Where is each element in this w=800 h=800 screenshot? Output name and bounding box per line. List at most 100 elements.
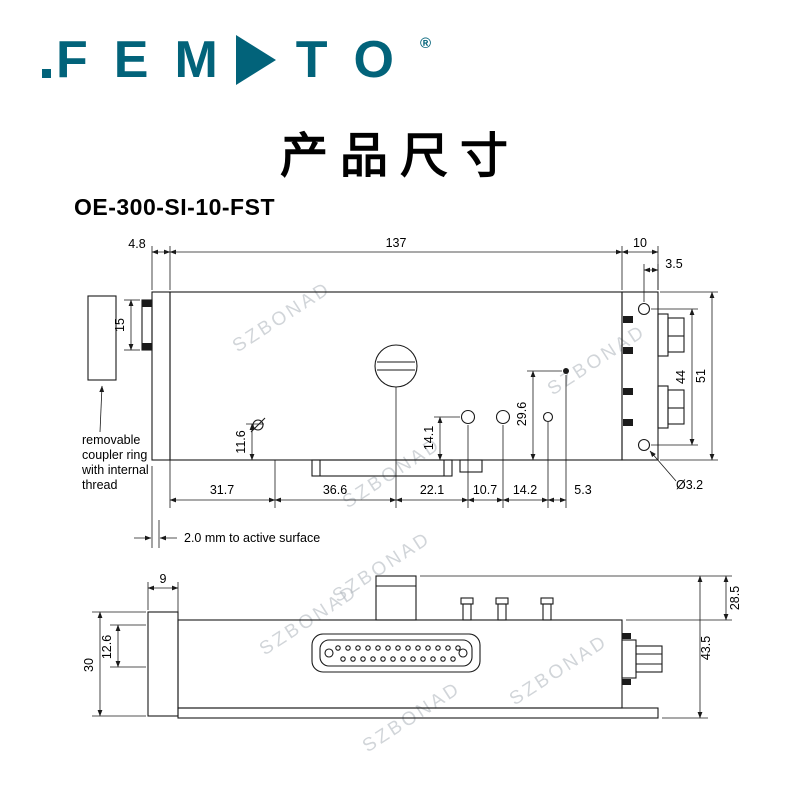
db25-pin: [440, 656, 446, 662]
dsub-shroud-side: [311, 459, 453, 477]
logo-square-dot: [42, 69, 51, 78]
dim-label-51: 51: [694, 369, 708, 383]
logo-letter-t: T: [295, 31, 328, 89]
connector-nut: [622, 679, 631, 685]
connector-nut: [623, 419, 633, 426]
pin-cap: [460, 597, 474, 605]
db25-pin-row-bottom: [340, 656, 456, 662]
body-hole: [460, 409, 476, 425]
dim-label-14-2: 14.2: [513, 483, 537, 497]
model-number: OE-300-SI-10-FST: [74, 194, 275, 220]
dim-label-22-1: 22.1: [420, 483, 444, 497]
bottom-view-drawing: 9 12.6 30 28.5 43.5: [82, 572, 742, 719]
dim-label-9: 9: [160, 572, 167, 586]
db25-screw: [324, 648, 334, 658]
coupler-note-line: coupler ring: [82, 448, 147, 462]
db25-pin: [395, 645, 401, 651]
dim-label-137: 137: [386, 236, 407, 250]
connector-nut: [623, 347, 633, 354]
bnc-barrel: [667, 317, 685, 353]
db25-pin: [370, 656, 376, 662]
side-view-drawing: 4.8 137 10 3.5 15 44 51 11.6 14.1 29.6: [81, 236, 718, 548]
db25-pin: [430, 656, 436, 662]
dim-label-31-7: 31.7: [210, 483, 234, 497]
stub-thread-band: [142, 300, 152, 307]
dim-label-10-7: 10.7: [473, 483, 497, 497]
note-arrow: [99, 385, 105, 433]
db25-pin: [365, 645, 371, 651]
coupler-ring-outline: [87, 295, 117, 381]
side-connector-flange: [621, 639, 637, 679]
watermark-text: SZBONAD: [229, 278, 335, 357]
dim-label-4-8: 4.8: [128, 237, 145, 251]
page-title: 产品尺寸: [279, 130, 520, 183]
db25-pin-row-top: [335, 645, 461, 651]
pin-stem: [462, 603, 472, 621]
dim-label-15: 15: [113, 318, 127, 332]
coupler-note-line: removable: [82, 433, 140, 447]
watermark-text: SZBONAD: [544, 321, 650, 400]
bnc-neck: [657, 385, 669, 429]
active-surface-note: 2.0 mm to active surface: [184, 531, 320, 545]
db25-pin: [340, 656, 346, 662]
logo-letter-f: F: [56, 31, 88, 89]
adjuster-circle: [374, 344, 418, 388]
watermarks: SZBONAD SZBONAD SZBONAD SZBONAD SZBONAD …: [229, 278, 650, 757]
fiber-port-stub: [141, 299, 153, 351]
logo-letter-o: O: [353, 31, 394, 89]
logo-letter-e: E: [113, 31, 149, 89]
watermark-text: SZBONAD: [506, 631, 612, 710]
pin-stem: [497, 603, 507, 621]
mount-hole-bottom: [637, 438, 651, 452]
dim-label-11-6: 11.6: [234, 430, 248, 453]
db25-pin: [415, 645, 421, 651]
bnc-top-block: [375, 575, 417, 621]
dim-label-dia-3-2: Ø3.2: [676, 478, 703, 492]
db25-pin: [400, 656, 406, 662]
pin-cap: [495, 597, 509, 605]
db25-pin: [345, 645, 351, 651]
front-flange-outline: [151, 291, 171, 461]
db25-outer-shell: [311, 633, 481, 673]
body-hole: [542, 411, 554, 423]
base-plate-outline: [177, 707, 659, 719]
db25-pin: [435, 645, 441, 651]
connector-nut: [623, 316, 633, 323]
dim-label-43-5: 43.5: [699, 636, 713, 660]
db25-inner-shell: [319, 639, 473, 667]
connector-nut: [622, 633, 631, 639]
body-hole: [495, 409, 511, 425]
mount-hole-top: [637, 302, 651, 316]
db25-pin: [405, 645, 411, 651]
brand-logo: F E M T O ®: [42, 31, 431, 89]
dim-label-29-6: 29.6: [515, 402, 529, 426]
front-cap-outline: [147, 611, 179, 717]
rear-plate-outline: [621, 291, 659, 461]
db25-screw: [458, 648, 468, 658]
pin-cap: [540, 597, 554, 605]
dim-label-12-6: 12.6: [100, 635, 114, 659]
db25-pin: [335, 645, 341, 651]
db25-pin: [385, 645, 391, 651]
db25-pin: [350, 656, 356, 662]
db25-pin: [425, 645, 431, 651]
logo-triangle-icon: [235, 35, 276, 85]
dim-label-5-3: 5.3: [574, 483, 591, 497]
pin-stem: [542, 603, 552, 621]
dim-label-44: 44: [674, 370, 688, 384]
logo-letter-m: M: [174, 31, 218, 89]
db25-pin: [380, 656, 386, 662]
dim-label-10: 10: [633, 236, 647, 250]
db25-pin: [360, 656, 366, 662]
pin-dot: [563, 368, 569, 374]
dim-label-14-1: 14.1: [422, 426, 436, 450]
db25-pin: [420, 656, 426, 662]
bnc-neck: [657, 313, 669, 357]
db25-pin: [390, 656, 396, 662]
db25-pin: [375, 645, 381, 651]
db25-pin: [450, 656, 456, 662]
bnc-barrel: [667, 389, 685, 425]
coupler-note-line: thread: [82, 478, 117, 492]
dim-label-30: 30: [82, 658, 96, 672]
